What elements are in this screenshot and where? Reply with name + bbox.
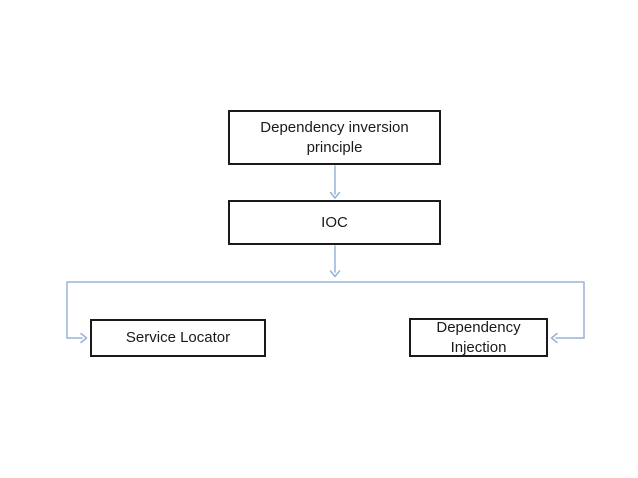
arrowhead-left-icon bbox=[550, 332, 558, 344]
node-service-locator: Service Locator bbox=[90, 319, 266, 357]
node-label: IOC bbox=[321, 213, 348, 231]
node-label: Dependency inversion principle bbox=[260, 119, 409, 156]
arrowhead-right-icon bbox=[80, 332, 88, 344]
arrowhead-down-icon bbox=[329, 191, 341, 199]
arrowhead-down-icon bbox=[329, 270, 341, 278]
node-label: Dependency Injection bbox=[436, 319, 521, 356]
edge-branch-to-service-locator bbox=[66, 332, 88, 344]
node-ioc: IOC bbox=[228, 200, 441, 245]
node-dependency-injection: Dependency Injection bbox=[409, 318, 548, 357]
edge-ioc-to-branch bbox=[329, 245, 341, 278]
edge-branch-to-dependency-injection bbox=[550, 332, 585, 344]
node-label: Service Locator bbox=[125, 329, 231, 347]
node-dependency-inversion-principle: Dependency inversion principle bbox=[228, 110, 441, 165]
edge-dip-to-ioc bbox=[329, 165, 341, 199]
